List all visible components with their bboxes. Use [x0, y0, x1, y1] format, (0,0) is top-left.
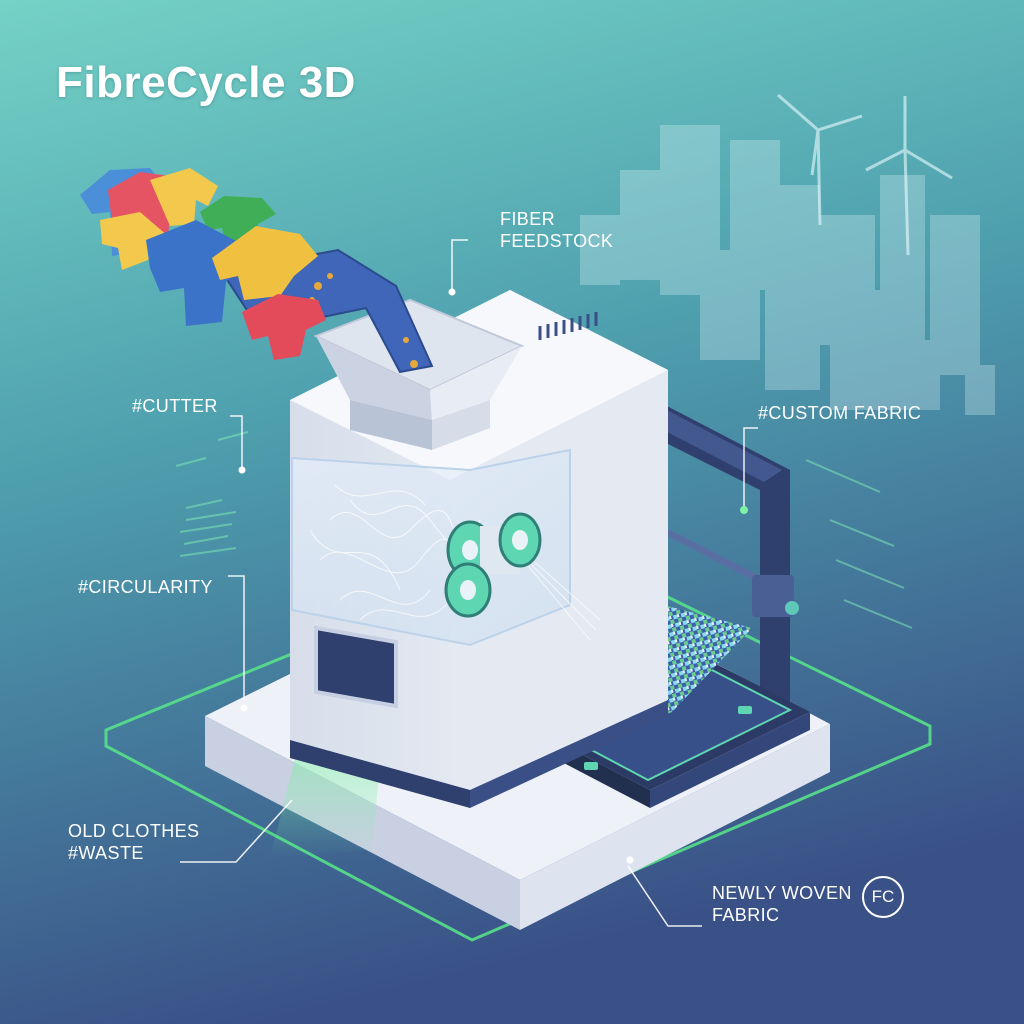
- floor-outline: [104, 542, 932, 942]
- fiber-feedstock-line-1: FIBER: [500, 209, 556, 229]
- page-title: FibreCycle 3D: [56, 58, 356, 107]
- old-clothes-line-1: OLD CLOTHES: [68, 821, 200, 841]
- cutter-label: #CUTTER: [132, 396, 218, 416]
- newly-woven-label: NEWLY WOVEN FABRIC: [712, 882, 852, 926]
- fiber-feedstock-line-2: FEEDSTOCK: [500, 231, 614, 251]
- t-shirt-icon: [80, 168, 326, 360]
- newly-woven-line-1: NEWLY WOVEN: [712, 883, 852, 903]
- fc-logo: FC: [862, 876, 904, 918]
- old-clothes-label: OLD CLOTHES #WASTE: [68, 820, 199, 864]
- newly-woven-line-2: FABRIC: [712, 905, 780, 925]
- fiber-feedstock-label: FIBER FEEDSTOCK: [500, 208, 613, 252]
- wind-turbine-icon: [777, 93, 953, 256]
- vent-icon: [538, 312, 598, 340]
- spool: [444, 512, 542, 618]
- circularity-label: #CIRCULARITY: [78, 577, 213, 597]
- old-clothes-line-2: #WASTE: [68, 843, 144, 863]
- data-traces: [175, 431, 913, 629]
- callout-lines: [180, 239, 758, 927]
- custom-fabric-label: #CUSTOM FABRIC: [758, 403, 922, 423]
- city-skyline-icon: [580, 125, 995, 415]
- output-window: [314, 625, 398, 709]
